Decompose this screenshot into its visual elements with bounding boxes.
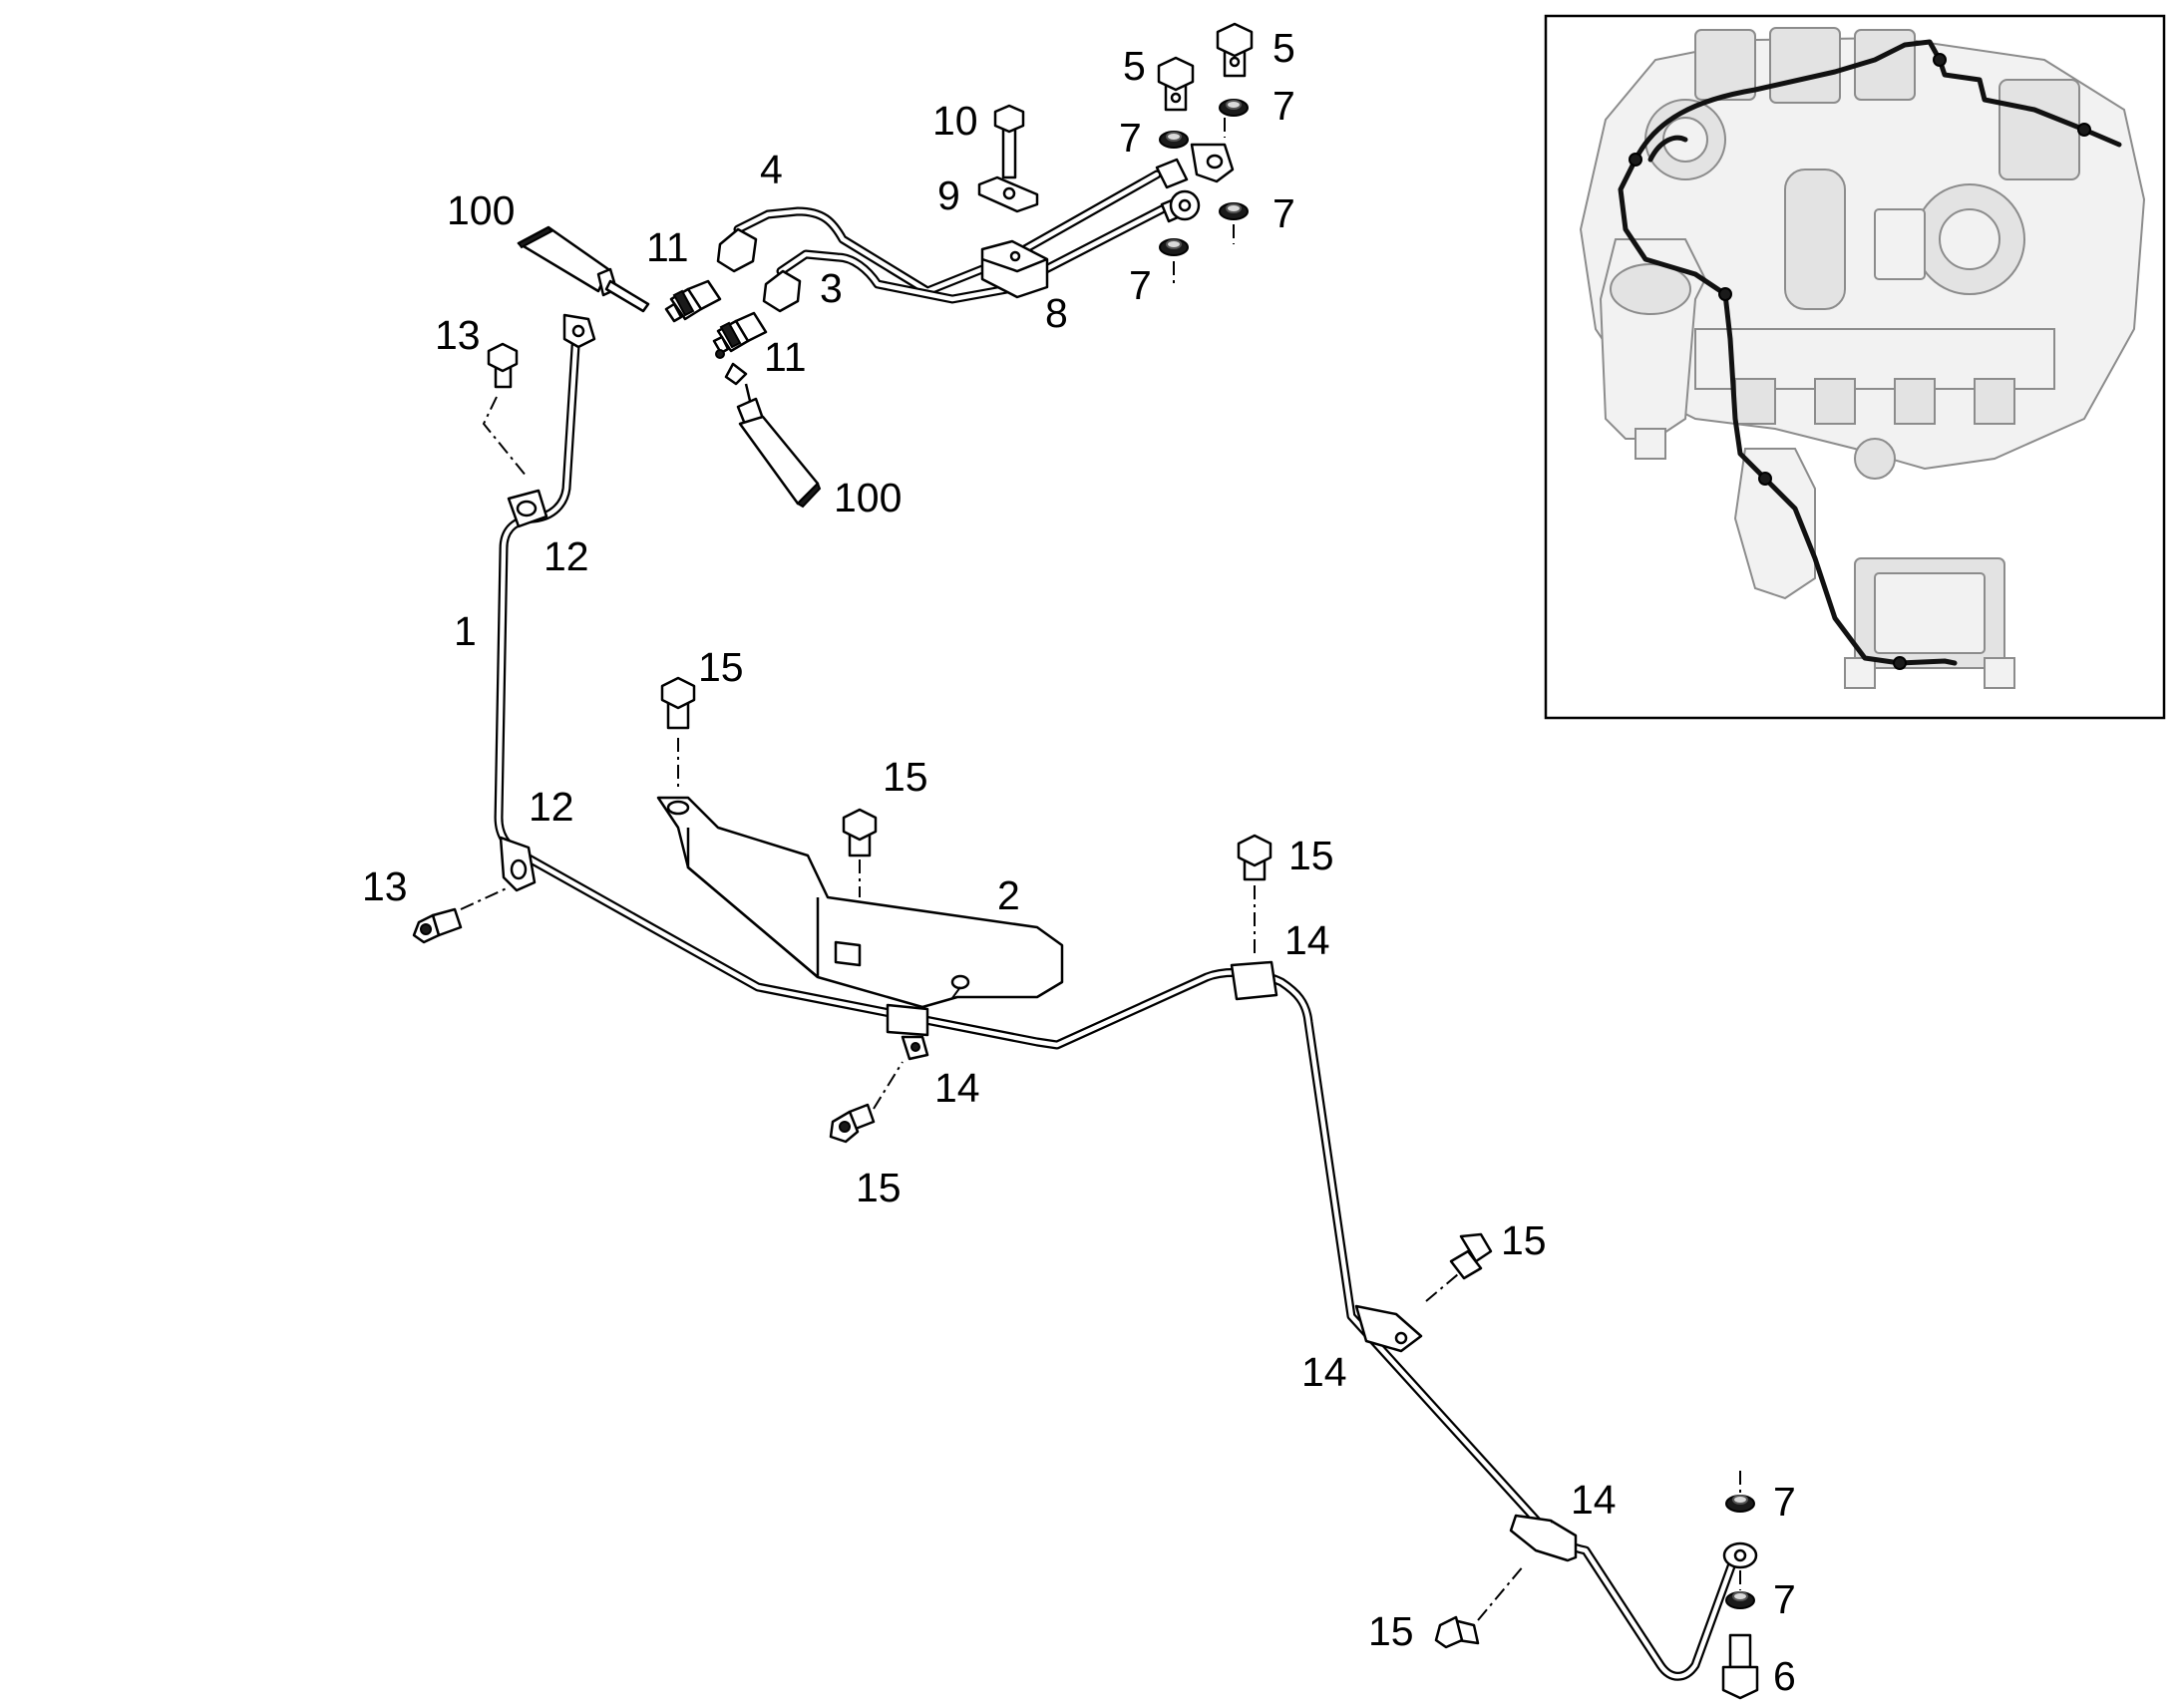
fitting-11-upper	[664, 279, 722, 323]
bolt-15-c	[1237, 834, 1272, 957]
callout-1: 1	[454, 608, 477, 654]
highlighted-fuel-line-route	[1618, 39, 2122, 670]
bolt-15-d	[829, 1061, 904, 1144]
callout-6: 6	[1773, 1653, 1796, 1699]
callout-7-c: 7	[1272, 190, 1295, 236]
callout-15-a: 15	[698, 644, 744, 690]
pipe-bracket-lower	[499, 836, 537, 892]
upper-banjo-fittings	[1155, 99, 1249, 284]
callout-11-upper: 11	[646, 224, 689, 270]
fitting-11-lower	[712, 311, 768, 359]
callout-labels: 100 100 1 2 3 4 5 5 6 7 7 7 7 7 7 8 9 10…	[362, 25, 1796, 1699]
callout-15-f: 15	[1368, 1608, 1414, 1654]
callout-8: 8	[1045, 290, 1068, 336]
callout-12-upper: 12	[544, 533, 589, 579]
callout-7-e: 7	[1773, 1479, 1796, 1525]
pipe-clip-3	[1354, 1304, 1423, 1353]
pipe-clip-4	[1509, 1514, 1578, 1562]
callout-4: 4	[760, 147, 783, 192]
callout-7-b: 7	[1272, 83, 1295, 129]
callout-5-left: 5	[1123, 43, 1146, 89]
callout-14-d: 14	[1571, 1477, 1617, 1523]
fuel-pipe-4	[716, 170, 1162, 296]
pipe-clip-2	[1230, 960, 1278, 1001]
clamp-plate-9	[977, 175, 1039, 213]
pipe-bracket-upper	[507, 489, 548, 528]
callout-100-lower: 100	[834, 475, 902, 520]
bolt-15-b	[842, 808, 878, 897]
sealant-tube-upper	[517, 225, 650, 313]
callout-14-c: 14	[1301, 1349, 1347, 1395]
callout-15-b: 15	[883, 754, 928, 800]
callout-13-upper: 13	[435, 312, 481, 358]
callout-7-f: 7	[1773, 1576, 1796, 1622]
callout-15-e: 15	[1501, 1217, 1547, 1263]
fuel-pipe-3	[762, 204, 1167, 313]
banjo-bolt-5-left	[1157, 56, 1195, 112]
sealant-tube-lower	[724, 362, 822, 509]
callout-7-a: 7	[1119, 115, 1142, 161]
mounting-bracket	[656, 796, 1064, 1009]
callout-10: 10	[932, 98, 978, 144]
callout-5-right: 5	[1272, 25, 1295, 71]
pipe-clamp-8	[980, 239, 1049, 299]
bolt-13-upper	[482, 342, 528, 478]
bolt-15-a	[660, 676, 696, 788]
banjo-bolt-5-right	[1216, 22, 1254, 78]
callout-13-lower: 13	[362, 863, 408, 909]
bolt-15-f	[1434, 1564, 1525, 1649]
callout-14-a: 14	[1284, 917, 1330, 963]
callout-11-lower: 11	[764, 334, 807, 380]
callout-15-d: 15	[856, 1165, 902, 1210]
callout-7-d: 7	[1129, 262, 1152, 308]
callout-100-upper: 100	[447, 187, 515, 233]
callout-3: 3	[820, 265, 843, 311]
engine-location-inset	[1544, 14, 2166, 720]
callout-2: 2	[997, 872, 1020, 918]
bolt-15-e	[1425, 1232, 1493, 1302]
callout-9: 9	[937, 172, 960, 218]
bolt-10	[993, 104, 1025, 179]
lower-banjo-fitting	[1721, 1471, 1759, 1700]
callout-15-c: 15	[1288, 833, 1334, 878]
callout-14-b: 14	[934, 1065, 980, 1111]
callout-12-lower: 12	[529, 784, 574, 830]
bolt-13-lower	[412, 886, 510, 944]
pipe-clip-1	[886, 1003, 929, 1061]
